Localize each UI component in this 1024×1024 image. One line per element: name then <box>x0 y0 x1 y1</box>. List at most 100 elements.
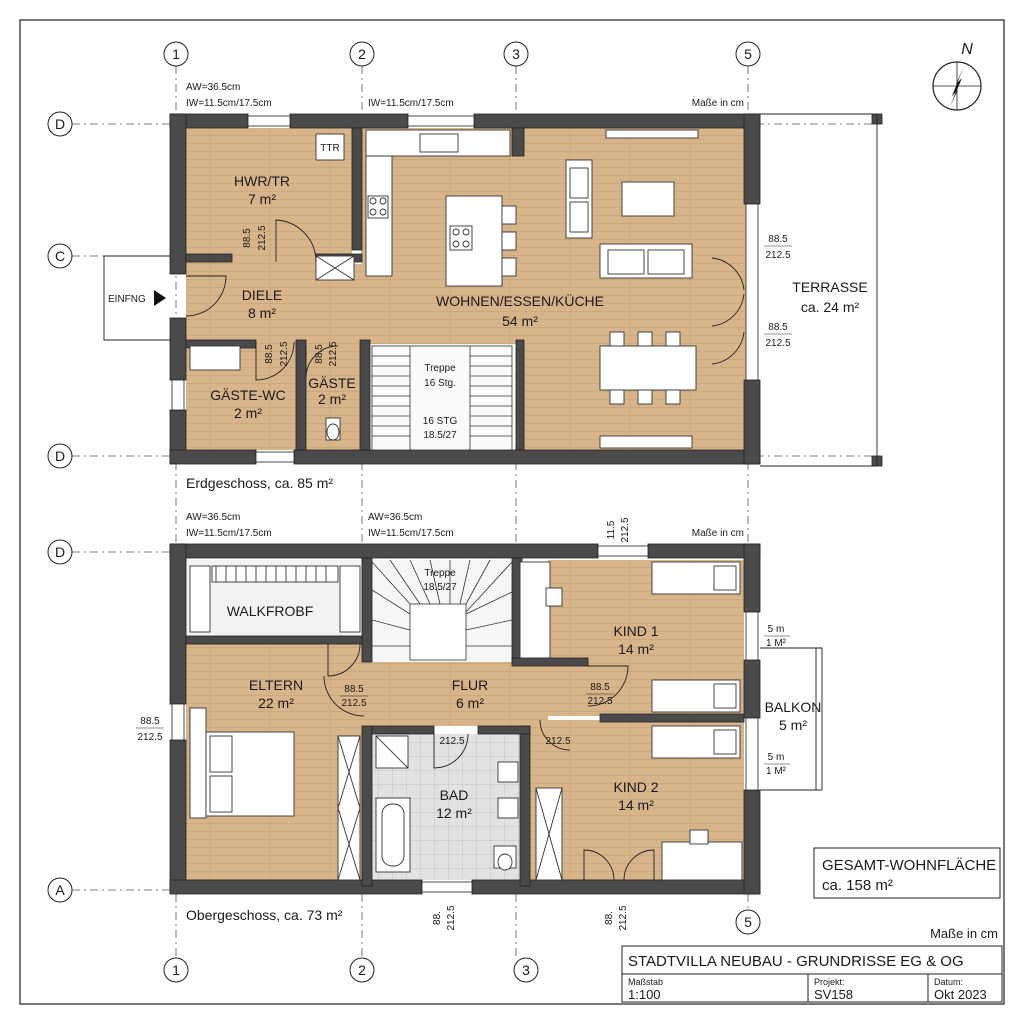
og-dim-eltern-door-b: 212.5 <box>341 698 366 709</box>
eg-dim-terrace-door-2a: 88.5 <box>768 322 788 333</box>
room-area-gaeste: 2 m² <box>318 391 346 407</box>
titleblock-units-note: Maße in cm <box>930 926 998 941</box>
eg-stair-rise: 18.5/27 <box>423 430 457 441</box>
og-dim-bottom-door-b: 212.5 <box>618 905 629 930</box>
room-name-kind2: KIND 2 <box>613 779 658 795</box>
og-caption: Obergeschoss, ca. 73 m² <box>186 907 343 923</box>
og-dim-bottom-door-a: 88. <box>604 911 615 925</box>
titleblock-date-value: Okt 2023 <box>934 987 987 1002</box>
room-name-wohnen: WOHNEN/ESSEN/KÜCHE <box>436 292 604 309</box>
og-dim-kind1-door-a: 88.5 <box>590 682 610 693</box>
room-area-wohnen: 54 m² <box>502 313 538 329</box>
og-dim-balcony-2b: 1 M² <box>766 766 787 777</box>
room-name-bad: BAD <box>440 787 469 803</box>
og-furniture <box>189 561 743 881</box>
og-stair-label: Treppe <box>424 568 456 579</box>
eg-ttr-label: TTR <box>320 143 339 154</box>
axis-label-top-5: 5 <box>744 46 752 62</box>
eg-windows <box>171 115 759 463</box>
axis-label-left-d-mid: D <box>55 448 65 464</box>
axis-label-top-1: 1 <box>172 46 180 62</box>
og-dim-balcony-1a: 5 m <box>768 624 785 635</box>
eg-door-swings <box>185 219 745 381</box>
eg-wall-note-aw: AW=36.5cm <box>186 82 240 93</box>
og-wall-note-aw-mid: AW=36.5cm <box>368 512 422 523</box>
titleblock-scale-label: Maßstab <box>628 977 663 987</box>
room-name-eltern: ELTERN <box>249 677 303 693</box>
eg-dim-terrace-door-1b: 212.5 <box>765 250 790 261</box>
og-dim-left-window-b: 212.5 <box>137 732 162 743</box>
og-wall-note-iw-left: IW=11.5cm/17.5cm <box>186 528 272 539</box>
room-area-gaeste-wc: 2 m² <box>234 405 262 421</box>
axis-label-left-c: C <box>55 248 65 264</box>
og-windows <box>171 545 759 893</box>
og-wall-note-aw-left: AW=36.5cm <box>186 512 240 523</box>
axis-label-bottom-5: 5 <box>744 914 752 930</box>
eg-units-note: Maße in cm <box>692 98 744 109</box>
axis-label-bottom-1: 1 <box>172 962 180 978</box>
og-door-swings <box>323 643 655 881</box>
balcony-outline <box>760 647 823 791</box>
total-area-label: GESAMT-WOHNFLÄCHE <box>822 857 996 874</box>
titleblock-frame <box>621 945 1003 1003</box>
north-arrow-icon <box>932 61 982 111</box>
eg-dim-door-hwr-b: 212.5 <box>257 225 268 250</box>
titleblock-project-value: SV158 <box>814 987 853 1002</box>
eg-caption: Erdgeschoss, ca. 85 m² <box>186 475 333 491</box>
room-name-kind1: KIND 1 <box>613 623 658 639</box>
og-dim-top-window-a: 11.5 <box>606 520 617 539</box>
eg-dim-door-gaeste-a: 88.5 <box>314 344 325 364</box>
eg-stair-steps: 16 Stg. <box>424 378 456 389</box>
total-area-value: ca. 158 m² <box>822 877 893 894</box>
room-area-flur: 6 m² <box>456 695 484 711</box>
eg-wall-note-iw: IW=11.5cm/17.5cm <box>186 98 272 109</box>
room-area-terrasse: ca. 24 m² <box>801 299 860 315</box>
og-walls <box>169 543 761 895</box>
page-frame <box>19 19 1005 1005</box>
og-dim-kind2-door: 212.5 <box>545 736 570 747</box>
eg-stair-label: Treppe <box>424 363 456 374</box>
room-area-hwr: 7 m² <box>248 191 276 207</box>
og-dim-balcony-2a: 5 m <box>768 752 785 763</box>
eg-stair-label-bg <box>414 358 466 392</box>
room-name-hwr: HWR/TR <box>234 173 290 189</box>
north-label: N <box>961 41 973 58</box>
eg-dim-door-wc-a: 88.5 <box>264 344 275 364</box>
room-name-terrasse: TERRASSE <box>792 279 867 295</box>
og-dim-bad-door: 212.5 <box>439 736 464 747</box>
axis-label-left-d-top: D <box>55 116 65 132</box>
og-dim-eltern-door-a: 88.5 <box>344 684 364 695</box>
og-dim-bottom-window-a: 88. <box>432 911 443 925</box>
eg-walls <box>169 113 883 467</box>
axis-label-top-2: 2 <box>358 46 366 62</box>
titleblock-project-label: Projekt: <box>814 977 845 987</box>
terrace-outline <box>760 113 878 467</box>
titleblock-title: STADTVILLA NEUBAU - GRUNDRISSE EG & OG <box>628 953 964 970</box>
room-area-kind2: 14 m² <box>618 797 654 813</box>
eg-stair-label-bg-2 <box>414 410 466 444</box>
og-dim-balcony-1b: 1 M² <box>766 638 787 649</box>
entry-marker <box>103 255 170 341</box>
eg-dim-door-hwr-a: 88.5 <box>242 228 253 248</box>
room-area-diele: 8 m² <box>248 305 276 321</box>
room-area-kind1: 14 m² <box>618 641 654 657</box>
og-stair <box>371 559 513 661</box>
eg-stair-steps-2: 16 STG <box>423 416 458 427</box>
room-name-gaeste: GÄSTE <box>308 375 355 391</box>
og-dim-top-window-b: 212.5 <box>620 517 631 542</box>
room-name-walk-in: WALKFROBF <box>227 603 314 619</box>
og-dim-kind1-door-b: 212.5 <box>587 696 612 707</box>
room-area-eltern: 22 m² <box>258 695 294 711</box>
eg-dim-door-gaeste-b: 212.5 <box>328 341 339 366</box>
eg-entry-label: EINFNG <box>108 294 146 305</box>
eg-dim-terrace-door-2b: 212.5 <box>765 338 790 349</box>
total-area-box <box>813 847 1001 899</box>
room-name-gaeste-wc: GÄSTE-WC <box>210 387 285 403</box>
axis-label-top-3: 3 <box>512 46 520 62</box>
eg-wall-note-iw-2: IW=11.5cm/17.5cm <box>368 98 454 109</box>
axis-label-left-d-og: D <box>55 544 65 560</box>
og-dim-bottom-window-b: 212.5 <box>446 905 457 930</box>
room-name-diele: DIELE <box>242 287 282 303</box>
room-area-balkon: 5 m² <box>779 717 807 733</box>
